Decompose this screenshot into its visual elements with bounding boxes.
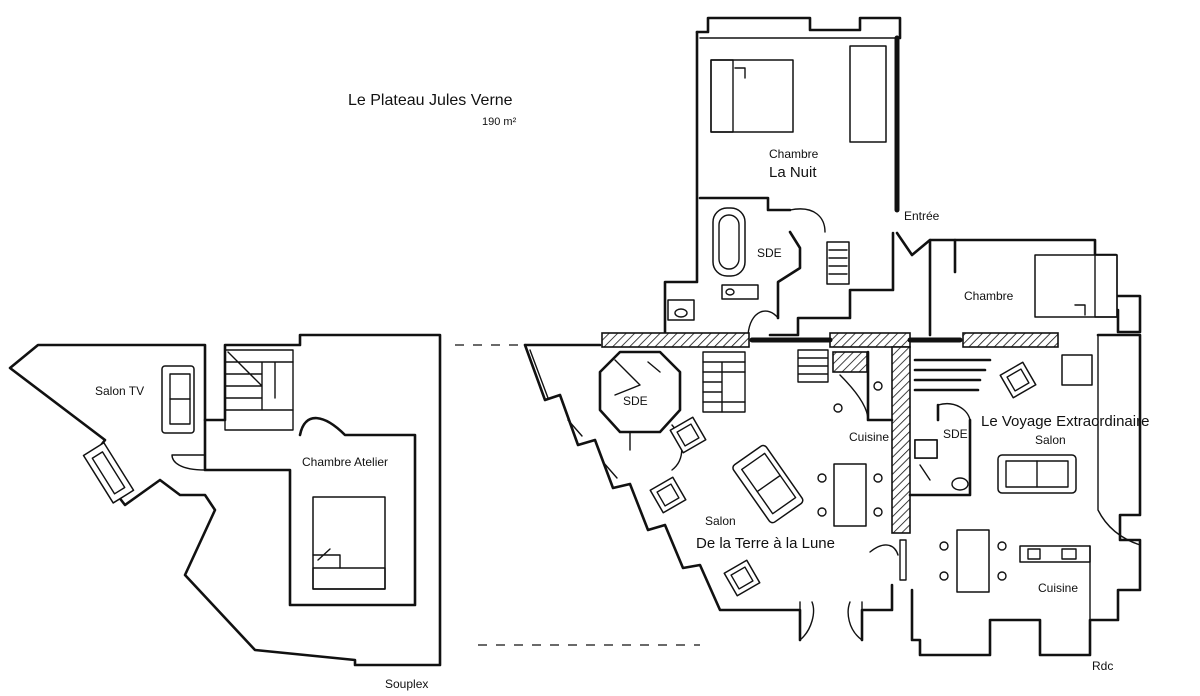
label-sde-terre: SDE [623, 394, 648, 408]
sofa-terre [732, 444, 804, 524]
bed-atelier [312, 496, 386, 590]
wardrobe-la-nuit [849, 45, 887, 143]
rdc-stairs [702, 349, 829, 413]
label-la-nuit: La Nuit [769, 164, 817, 181]
label-chambre-nuit: Chambre [769, 147, 819, 161]
voyage-chambre-wall [928, 238, 1142, 337]
label-salon-terre: Salon [705, 514, 736, 528]
bed-la-nuit [710, 59, 794, 133]
sofa-voyage [997, 454, 1077, 494]
souplex-outer-wall [8, 333, 442, 667]
plan-title: Le Plateau Jules Verne [348, 92, 513, 109]
label-de-la-terre: De la Terre à la Lune [696, 535, 835, 552]
tv-console [82, 441, 135, 504]
souplex-stairs [224, 349, 294, 431]
souplex-partition [203, 416, 417, 607]
souplex-plan [8, 333, 442, 667]
label-chambre-voyage: Chambre [964, 289, 1014, 303]
rdc-plan [455, 16, 1142, 657]
label-cuisine-terre: Cuisine [849, 430, 889, 444]
label-entree: Entrée [904, 209, 940, 223]
dining-table-voyage [956, 529, 990, 593]
hatched-wall-1 [601, 332, 750, 348]
label-chambre-atelier: Chambre Atelier [302, 455, 388, 469]
plan-area: 190 m² [482, 116, 517, 128]
label-rdc: Rdc [1092, 659, 1113, 673]
label-cuisine-voyage: Cuisine [1038, 581, 1078, 595]
label-sde-voyage: SDE [943, 427, 968, 441]
label-sde-nuit: SDE [757, 246, 782, 260]
hatched-wall-4 [962, 332, 1059, 348]
label-voyage-extraordinaire: Le Voyage Extraordinaire [981, 413, 1149, 430]
dining-table-terre [833, 463, 867, 527]
label-souplex: Souplex [385, 677, 428, 691]
bed-voyage [1034, 254, 1118, 318]
label-salon-tv: Salon TV [95, 384, 144, 398]
label-salon-voyage: Salon [1035, 433, 1066, 447]
sde-octagon [598, 350, 682, 434]
hatched-wall-3 [891, 346, 911, 534]
bathtub [712, 207, 746, 277]
hatched-wall-2 [829, 332, 911, 348]
shower [826, 241, 850, 285]
